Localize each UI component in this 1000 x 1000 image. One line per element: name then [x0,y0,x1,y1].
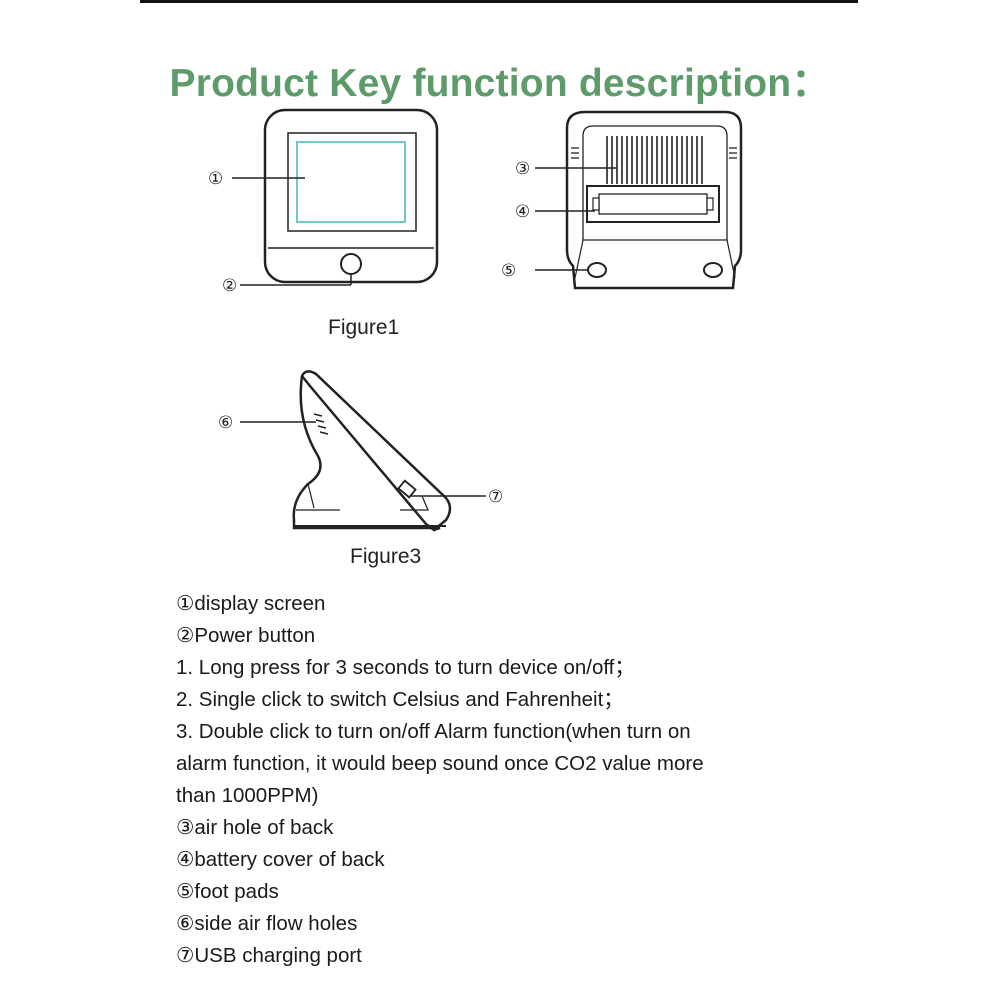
function-description: ①display screen ②Power button 1. Long pr… [176,588,816,972]
foot-pad-right [703,262,723,278]
marker-1: ① [208,169,223,189]
usb-port [397,479,417,499]
display-screen [296,141,406,223]
desc-line: ⑥side air flow holes [176,912,358,935]
marker-3: ③ [515,159,530,179]
desc-line: than 1000PPM) [176,784,319,807]
front-view-figure: ① ② [208,108,439,296]
foot-pad-left [587,262,607,278]
side-air-holes [313,413,329,435]
side-view-figure: ⑥ ⑦ [218,370,503,532]
desc-line: ⑦USB charging port [176,944,362,967]
marker-5: ⑤ [501,261,516,281]
marker-2: ② [222,276,237,296]
air-holes [606,136,703,184]
power-button [340,253,362,275]
marker-6: ⑥ [218,413,233,433]
battery-cell [598,193,708,215]
desc-line: ②Power button [176,624,316,647]
desc-line: ⑤foot pads [176,880,279,903]
device-side-stand [292,375,441,532]
side-vents-back [571,147,737,159]
desc-line: ①display screen [176,592,326,615]
desc-line: 2. Single click to switch Celsius and Fa… [176,688,624,711]
figure-1-caption: Figure1 [328,316,400,339]
desc-line: 1. Long press for 3 seconds to turn devi… [176,656,635,679]
top-rule [140,0,858,3]
device-side-panel [300,370,452,532]
marker-4: ④ [515,202,530,222]
desc-line: ④battery cover of back [176,848,385,871]
desc-line: ③air hole of back [176,816,334,839]
desc-line: 3. Double click to turn on/off Alarm fun… [176,720,691,743]
page-title: Product Key function description： [169,62,831,105]
figure-3-caption: Figure3 [350,545,422,568]
back-view-figure: ③ ④ ⑤ [501,110,743,290]
marker-7: ⑦ [488,487,503,507]
desc-line: alarm function, it would beep sound once… [176,752,704,775]
